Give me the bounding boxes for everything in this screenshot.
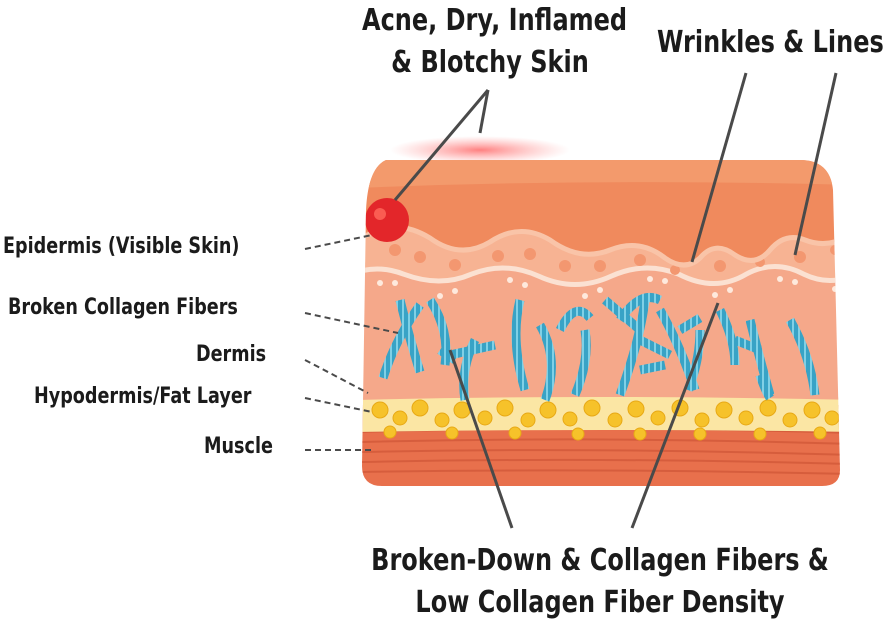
epidermis-top-sheen [362,160,840,188]
inflammation-glow [390,136,570,164]
acne-label-line1: Acne, Dry, Inflamed [362,3,628,38]
wrinkles-label: Wrinkles & Lines [657,25,884,60]
acne-spot-highlight [374,208,386,220]
dermis-dots [377,276,838,299]
skin-surface-line [362,224,840,268]
dashed-pointer-lines [304,234,399,451]
acne-label-line2: & Blotchy Skin [391,45,589,80]
fat-layer [362,395,840,432]
bottom-label-line1: Broken-Down & Collagen Fibers & [371,543,829,578]
acne-spot [365,198,409,242]
epidermis-dots [389,244,840,275]
epidermis-label: Epidermis (Visible Skin) [3,234,240,259]
epidermis-lower-band [362,227,840,282]
hypodermis-label: Hypodermis/Fat Layer [34,384,252,409]
bottom-label-line2: Low Collagen Fiber Density [415,585,785,620]
muscle-label: Muscle [204,434,273,459]
pointer-lines [393,72,838,529]
fat-globules [371,399,840,441]
dermis-label: Dermis [196,342,267,367]
broken-fibers-label: Broken Collagen Fibers [8,295,238,320]
skin-block [362,160,840,486]
dermis-layer [362,264,840,400]
